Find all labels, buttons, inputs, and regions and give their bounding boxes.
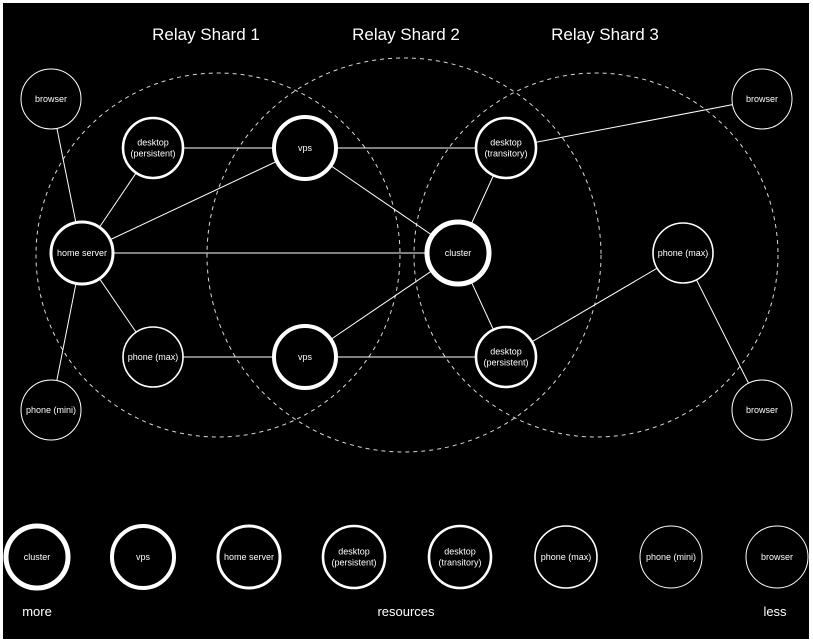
node-browser-left-top-label-1: browser	[35, 94, 67, 104]
node-browser-left-top-circle	[20, 68, 82, 130]
legend-item-7-label-1: phone (mini)	[646, 552, 696, 562]
resource-axis-left: more	[22, 604, 52, 619]
node-home-server: home server	[49, 220, 115, 286]
legend-item-6-circle	[534, 525, 598, 589]
node-vps-bottom: vps	[272, 324, 338, 390]
node-browser-left-top: browser	[20, 68, 82, 130]
edge-home-server-to-vps-top	[81, 147, 306, 254]
node-desktop-transitory-3-label-2: (transitory)	[484, 149, 527, 159]
legend-item-5: desktop(transitory)	[427, 524, 493, 590]
node-browser-right-top-circle	[731, 68, 793, 130]
shard-boundary-1	[35, 72, 401, 438]
node-vps-top: vps	[272, 115, 338, 181]
shard-boundary-3	[413, 72, 779, 438]
legend-item-4: desktop(persistent)	[321, 524, 387, 590]
legend-item-4-circle	[321, 524, 387, 590]
legend-item-6: phone (max)	[534, 525, 598, 589]
legend-item-5-label-2: (transitory)	[438, 558, 481, 568]
shard-title-1: Relay Shard 1	[152, 25, 260, 44]
legend-item-7: phone (mini)	[639, 525, 703, 589]
node-phone-max-left-label-1: phone (max)	[128, 352, 179, 362]
node-desktop-persistent-1: desktop(persistent)	[121, 116, 185, 180]
shard-title-3: Relay Shard 3	[551, 25, 659, 44]
legend-item-8-circle	[745, 525, 809, 589]
shard-boundary-2	[206, 57, 602, 453]
shard-titles: Relay Shard 1 Relay Shard 2 Relay Shard 3	[152, 25, 659, 44]
node-vps-bottom-label-1: vps	[298, 352, 313, 362]
node-desktop-persistent-3-circle	[474, 325, 538, 389]
legend-item-2-label-1: vps	[136, 552, 151, 562]
node-phone-mini-left-label-1: phone (mini)	[26, 405, 76, 415]
node-vps-top-circle	[272, 115, 338, 181]
node-browser-right-top-label-1: browser	[746, 94, 778, 104]
edge-desktop-transitory-3-to-browser-right-top	[505, 98, 763, 149]
node-desktop-persistent-3-label-1: desktop	[490, 347, 522, 357]
legend-item-2: vps	[110, 524, 176, 590]
resource-axis-right: less	[763, 604, 787, 619]
node-cluster-center-label-1: cluster	[445, 248, 472, 258]
node-vps-top-label-1: vps	[298, 143, 313, 153]
node-phone-max-right-circle	[652, 222, 714, 284]
node-desktop-persistent-3-label-2: (persistent)	[483, 358, 528, 368]
node-desktop-transitory-3-circle	[474, 116, 538, 180]
legend-item-6-label-1: phone (max)	[541, 552, 592, 562]
resource-axis-center: resources	[377, 604, 435, 619]
node-phone-max-right-label-1: phone (max)	[658, 248, 709, 258]
node-home-server-circle	[49, 220, 115, 286]
nodes: browserdesktop(persistent)vpsdesktop(tra…	[20, 68, 793, 441]
node-desktop-transitory-3: desktop(transitory)	[474, 116, 538, 180]
legend-item-3-circle	[216, 524, 282, 590]
legend-item-1-circle	[3, 523, 71, 591]
legend-item-4-label-1: desktop	[338, 547, 370, 557]
legend-item-5-circle	[427, 524, 493, 590]
legend-item-3-label-1: home server	[224, 552, 274, 562]
node-browser-right-bottom-circle	[731, 379, 793, 441]
legend-item-3: home server	[216, 524, 282, 590]
legend-item-4-label-2: (persistent)	[331, 558, 376, 568]
node-cluster-center: cluster	[424, 219, 492, 287]
node-phone-max-left: phone (max)	[122, 326, 184, 388]
node-cluster-center-circle	[424, 219, 492, 287]
node-phone-mini-left-circle	[20, 379, 82, 441]
shard-title-2: Relay Shard 2	[352, 25, 460, 44]
node-phone-mini-left: phone (mini)	[20, 379, 82, 441]
node-vps-bottom-circle	[272, 324, 338, 390]
legend-item-8: browser	[745, 525, 809, 589]
node-browser-right-top: browser	[731, 68, 793, 130]
edge-desktop-persistent-3-to-phone-max-right	[505, 252, 684, 358]
node-desktop-persistent-3: desktop(persistent)	[474, 325, 538, 389]
node-desktop-persistent-1-label-2: (persistent)	[130, 149, 175, 159]
legend-item-8-label-1: browser	[761, 552, 793, 562]
node-phone-max-left-circle	[122, 326, 184, 388]
node-desktop-persistent-1-label-1: desktop	[137, 138, 169, 148]
legend-item-5-label-1: desktop	[444, 547, 476, 557]
node-home-server-label-1: home server	[57, 248, 107, 258]
legend-item-2-circle	[110, 524, 176, 590]
legend-item-1: cluster	[3, 523, 71, 591]
node-browser-right-bottom-label-1: browser	[746, 405, 778, 415]
node-browser-right-bottom: browser	[731, 379, 793, 441]
node-desktop-persistent-1-circle	[121, 116, 185, 180]
legend-item-7-circle	[639, 525, 703, 589]
shard-circles	[35, 57, 779, 453]
node-desktop-transitory-3-label-1: desktop	[490, 138, 522, 148]
node-phone-max-right: phone (max)	[652, 222, 714, 284]
legend-item-1-label-1: cluster	[24, 552, 51, 562]
